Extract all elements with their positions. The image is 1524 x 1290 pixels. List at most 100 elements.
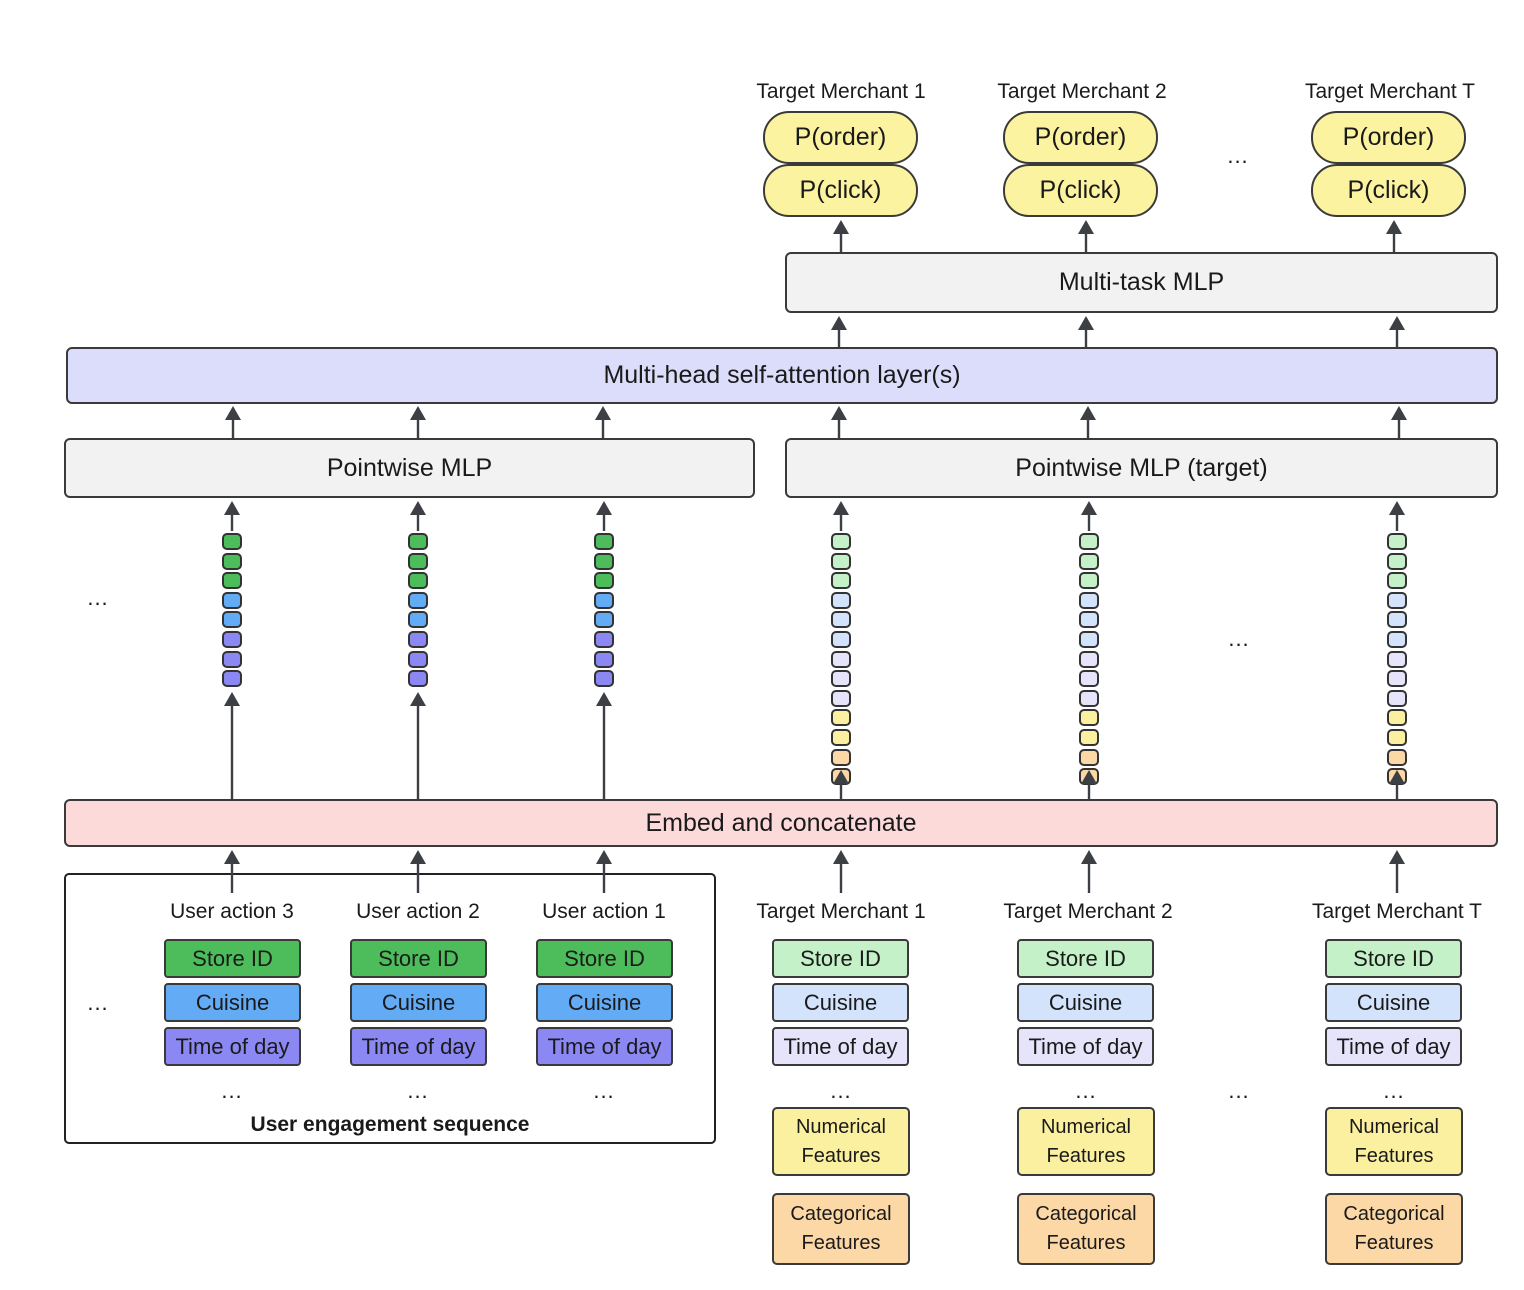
embedding-cell xyxy=(1079,748,1099,766)
embedding-cell xyxy=(1387,670,1407,688)
embedding-cell xyxy=(1387,650,1407,668)
time-of-day-feature: Time of day xyxy=(536,1027,673,1066)
embedding-cell xyxy=(831,729,851,746)
numerical-features: Numerical Features xyxy=(1325,1107,1463,1176)
more-features-ellipsis: ... xyxy=(1383,1078,1405,1103)
embedding-cell xyxy=(831,552,851,570)
flow-arrow-head xyxy=(410,850,426,864)
embedding-cell xyxy=(408,670,428,688)
categorical-features: Categorical Features xyxy=(1325,1193,1463,1265)
flow-arrow-head xyxy=(1081,850,1097,864)
target-merchant-label: Target Merchant 1 xyxy=(756,900,926,923)
time-of-day-feature: Time of day xyxy=(1325,1027,1462,1066)
embedding-cell xyxy=(831,572,851,590)
embedding-cell xyxy=(222,572,242,590)
pointwise-mlp-target: Pointwise MLP (target) xyxy=(785,438,1498,498)
target-merchant-label: Target Merchant 2 xyxy=(1003,900,1173,923)
targets-ellipsis: ... xyxy=(1228,1078,1250,1103)
embedding-cell xyxy=(831,709,851,727)
store-id-feature: Store ID xyxy=(772,939,909,978)
embedding-cell xyxy=(1387,572,1407,590)
embedding-cell xyxy=(594,533,614,550)
embedding-cell xyxy=(408,572,428,590)
flow-arrow-head xyxy=(833,850,849,864)
embedding-cell xyxy=(1079,572,1099,590)
embedding-cell xyxy=(1387,748,1407,766)
cuisine-feature: Cuisine xyxy=(772,983,909,1022)
user-action-label: User action 1 xyxy=(542,900,666,923)
embedding-cell xyxy=(594,591,614,609)
flow-arrow-head xyxy=(1078,316,1094,330)
embedding-cell xyxy=(594,552,614,570)
more-features-ellipsis: ... xyxy=(407,1078,429,1103)
p-click-node: P(click) xyxy=(1003,164,1158,217)
embedding-cell xyxy=(831,689,851,707)
flow-arrow-head xyxy=(596,692,612,706)
flow-arrow-head xyxy=(596,850,612,864)
output-merchant-label: Target Merchant 2 xyxy=(997,80,1167,103)
more-features-ellipsis: ... xyxy=(1075,1078,1097,1103)
embedding-cell xyxy=(831,611,851,629)
embedding-cell xyxy=(831,591,851,609)
p-click-node: P(click) xyxy=(1311,164,1466,217)
store-id-feature: Store ID xyxy=(1325,939,1462,978)
cuisine-feature: Cuisine xyxy=(536,983,673,1022)
p-order-node: P(order) xyxy=(1003,111,1158,164)
embedding-cell xyxy=(222,650,242,668)
embedding-cell xyxy=(408,533,428,550)
embedding-cell xyxy=(1079,729,1099,746)
user-engagement-frame xyxy=(64,873,716,1144)
embedding-cell xyxy=(408,650,428,668)
flow-arrow-head xyxy=(1386,220,1402,234)
flow-arrow-head xyxy=(1080,406,1096,420)
flow-arrow-head xyxy=(831,316,847,330)
embedding-cell xyxy=(594,631,614,648)
more-features-ellipsis: ... xyxy=(221,1078,243,1103)
store-id-feature: Store ID xyxy=(350,939,487,978)
p-order-node: P(order) xyxy=(763,111,918,164)
outputs-ellipsis: ... xyxy=(1227,143,1249,168)
cuisine-feature: Cuisine xyxy=(164,983,301,1022)
embed-concatenate: Embed and concatenate xyxy=(64,799,1498,847)
time-of-day-feature: Time of day xyxy=(1017,1027,1154,1066)
store-id-feature: Store ID xyxy=(536,939,673,978)
embedding-cell xyxy=(594,611,614,629)
embedding-cell xyxy=(408,611,428,629)
more-features-ellipsis: ... xyxy=(830,1078,852,1103)
embedding-cell xyxy=(1079,670,1099,688)
embedding-cell xyxy=(1079,768,1099,786)
embedding-cell xyxy=(1079,689,1099,707)
embedding-cell xyxy=(222,533,242,550)
flow-arrow-head xyxy=(596,501,612,515)
p-click-node: P(click) xyxy=(763,164,918,217)
embedding-cell xyxy=(408,552,428,570)
cuisine-feature: Cuisine xyxy=(1017,983,1154,1022)
embedding-cell xyxy=(222,591,242,609)
cuisine-feature: Cuisine xyxy=(350,983,487,1022)
time-of-day-feature: Time of day xyxy=(350,1027,487,1066)
embedding-cell xyxy=(1387,768,1407,786)
flow-arrow-head xyxy=(1389,316,1405,330)
store-id-feature: Store ID xyxy=(164,939,301,978)
user-action-label: User action 2 xyxy=(356,900,480,923)
embedding-cell xyxy=(1079,709,1099,727)
output-merchant-label: Target Merchant T xyxy=(1304,80,1476,103)
embedding-cell xyxy=(1387,533,1407,550)
user-sequence-label: User engagement sequence xyxy=(250,1113,530,1136)
embedding-cell xyxy=(1079,552,1099,570)
embedding-cell xyxy=(831,533,851,550)
flow-arrow-head xyxy=(595,406,611,420)
embedding-cell xyxy=(831,748,851,766)
embedding-cell xyxy=(1387,552,1407,570)
flow-arrow-head xyxy=(224,692,240,706)
embedding-cell xyxy=(222,552,242,570)
flow-arrow-head xyxy=(833,220,849,234)
cuisine-feature: Cuisine xyxy=(1325,983,1462,1022)
flow-arrow-head xyxy=(831,406,847,420)
embedding-cell xyxy=(831,650,851,668)
store-id-feature: Store ID xyxy=(1017,939,1154,978)
flow-arrow-head xyxy=(1389,501,1405,515)
embedding-cell xyxy=(594,572,614,590)
time-of-day-feature: Time of day xyxy=(772,1027,909,1066)
embedding-cell xyxy=(1079,650,1099,668)
